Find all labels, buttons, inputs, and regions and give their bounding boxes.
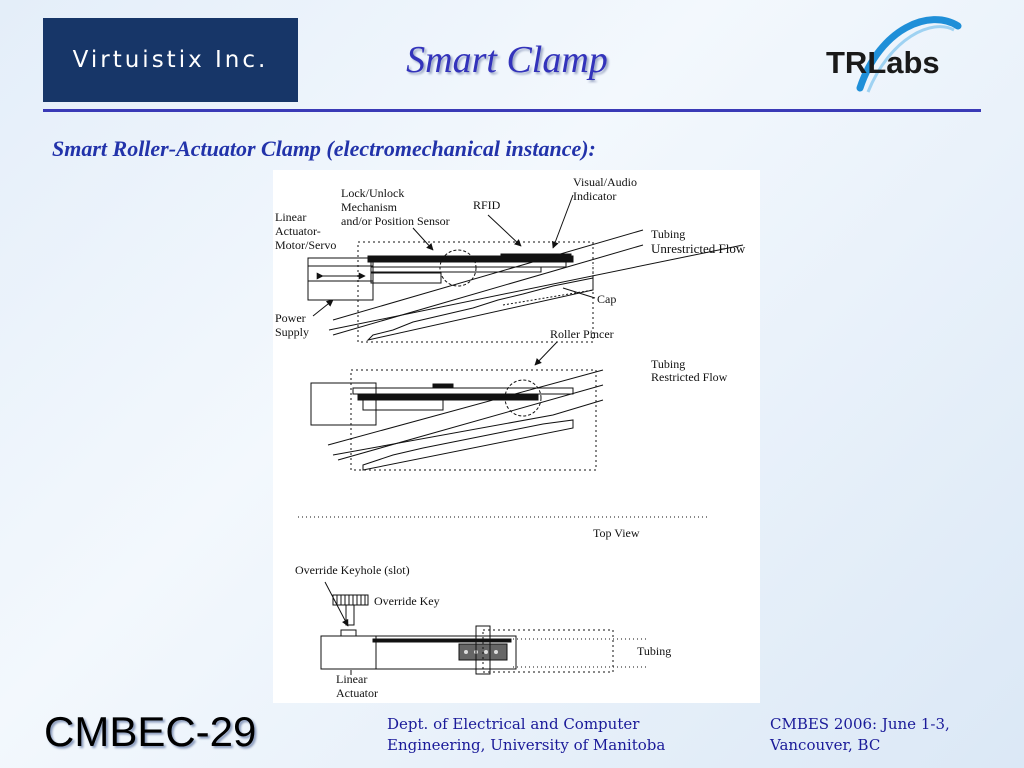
label-motor-servo: Motor/Servo: [275, 238, 336, 252]
event-label: CMBEC-29: [44, 708, 257, 755]
label-restricted-flow: Restricted Flow: [651, 370, 728, 384]
roller-wheel: [504, 379, 542, 417]
trlabs-logo-text: TRLabs: [826, 45, 940, 80]
override-key: [332, 594, 369, 626]
label-linear-bottom: Linear: [336, 672, 367, 686]
slide-subtitle: Smart Roller-Actuator Clamp (electromech…: [52, 136, 596, 161]
label-lock-unlock: Lock/Unlock: [341, 186, 404, 200]
slide-title: Smart Clamp: [406, 39, 608, 81]
label-tubing-bottom: Tubing: [637, 644, 671, 658]
dept-line-1: Dept. of Electrical and Computer: [387, 715, 640, 733]
label-override-keyhole: Override Keyhole (slot): [295, 563, 410, 577]
label-supply: Supply: [275, 325, 309, 339]
label-cap: Cap: [597, 292, 616, 306]
label-visual-audio: Visual/Audio: [573, 175, 637, 189]
virtuistix-logo: Virtuistix Inc.: [43, 18, 298, 102]
title-divider: [43, 109, 981, 112]
label-top-view: Top View: [593, 526, 640, 540]
conf-line-2: Vancouver, BC: [770, 736, 881, 754]
label-override-key: Override Key: [374, 594, 440, 608]
trlabs-logo: TRLabs: [826, 16, 962, 93]
clamp-side-view: [320, 625, 648, 675]
label-actuator-bottom: Actuator: [336, 686, 378, 700]
label-power: Power: [275, 311, 306, 325]
conference-info: CMBES 2006: June 1-3, Vancouver, BC: [770, 714, 950, 756]
lock-wheel: [439, 249, 477, 287]
label-roller-pincer: Roller Pincer: [550, 327, 614, 341]
dept-line-2: Engineering, University of Manitoba: [387, 736, 666, 754]
label-actuator: Actuator-: [275, 224, 321, 238]
clamp-diagram-svg: Visual/Audio Indicator Lock/Unlock Mecha…: [275, 175, 746, 700]
label-tubing-mid: Tubing: [651, 357, 685, 371]
label-linear: Linear: [275, 210, 306, 224]
virtuistix-logo-text: Virtuistix Inc.: [72, 47, 269, 73]
conf-line-1: CMBES 2006: June 1-3,: [770, 715, 950, 733]
label-mechanism: Mechanism: [341, 200, 398, 214]
department-info: Dept. of Electrical and Computer Enginee…: [387, 714, 665, 756]
clamp-unrestricted-view: [307, 229, 744, 343]
label-indicator: Indicator: [573, 189, 616, 203]
label-tubing-top: Tubing: [651, 227, 685, 241]
clamp-restricted-view: [310, 369, 604, 471]
clamp-diagram: Visual/Audio Indicator Lock/Unlock Mecha…: [273, 170, 760, 703]
label-rfid: RFID: [473, 198, 501, 212]
trlabs-swoosh-icon: [856, 16, 962, 92]
label-unrestricted-flow: Unrestricted Flow: [651, 241, 746, 256]
label-position-sensor: and/or Position Sensor: [341, 214, 450, 228]
